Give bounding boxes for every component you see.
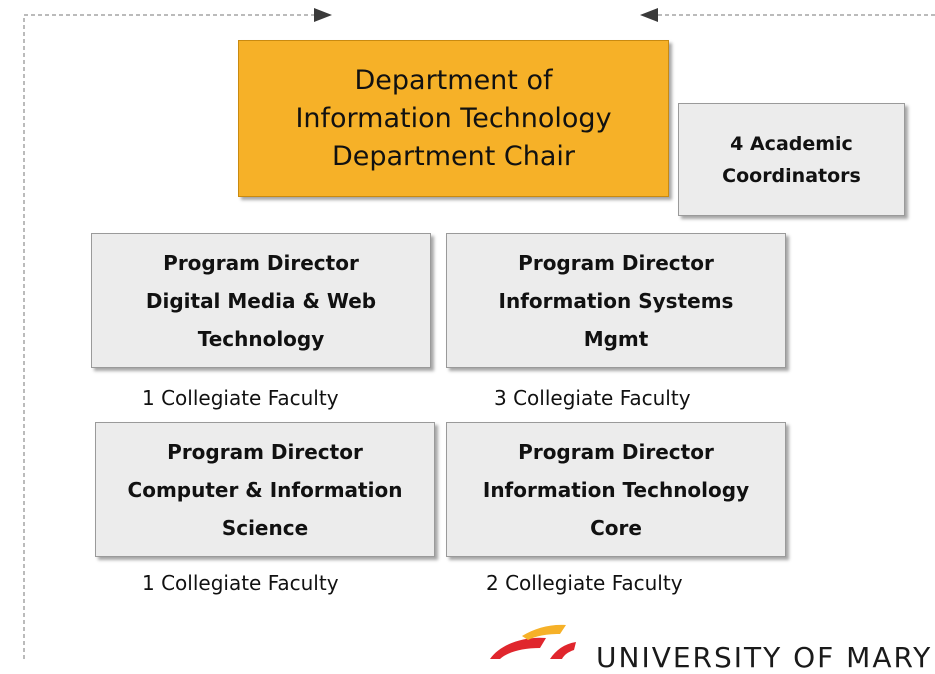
academic-coordinators-label: 4 Academic Coordinators xyxy=(722,132,861,187)
left-arrow-icon xyxy=(640,8,658,22)
program-director-box-information-systems: Program Director Information Systems Mgm… xyxy=(446,233,786,368)
faculty-count-label: 1 Collegiate Faculty xyxy=(142,571,339,595)
program-director-box-digital-media: Program Director Digital Media & Web Tec… xyxy=(91,233,431,368)
university-logo-text: UNIVERSITY OF MARY xyxy=(596,641,933,674)
connector-lines xyxy=(23,8,935,659)
faculty-count-label: 3 Collegiate Faculty xyxy=(494,386,691,410)
program-director-box-it-core: Program Director Information Technology … xyxy=(446,422,786,557)
academic-coordinators-box: 4 Academic Coordinators xyxy=(678,103,905,216)
left-dashed-connector xyxy=(23,14,318,659)
program-director-title: Program Director Information Technology … xyxy=(482,439,750,540)
program-director-title: Program Director Computer & Information … xyxy=(127,439,403,540)
department-chair-box: Department of Information Technology Dep… xyxy=(238,40,669,197)
program-director-title: Program Director Information Systems Mgm… xyxy=(498,250,734,351)
program-director-box-computer-science: Program Director Computer & Information … xyxy=(95,422,435,557)
faculty-count-label: 1 Collegiate Faculty xyxy=(142,386,339,410)
university-logo-mark-icon xyxy=(490,624,576,659)
program-director-title: Program Director Digital Media & Web Tec… xyxy=(145,250,377,351)
faculty-count-label: 2 Collegiate Faculty xyxy=(486,571,683,595)
department-chair-title: Department of Information Technology Dep… xyxy=(295,64,612,172)
right-arrow-icon xyxy=(314,8,332,22)
